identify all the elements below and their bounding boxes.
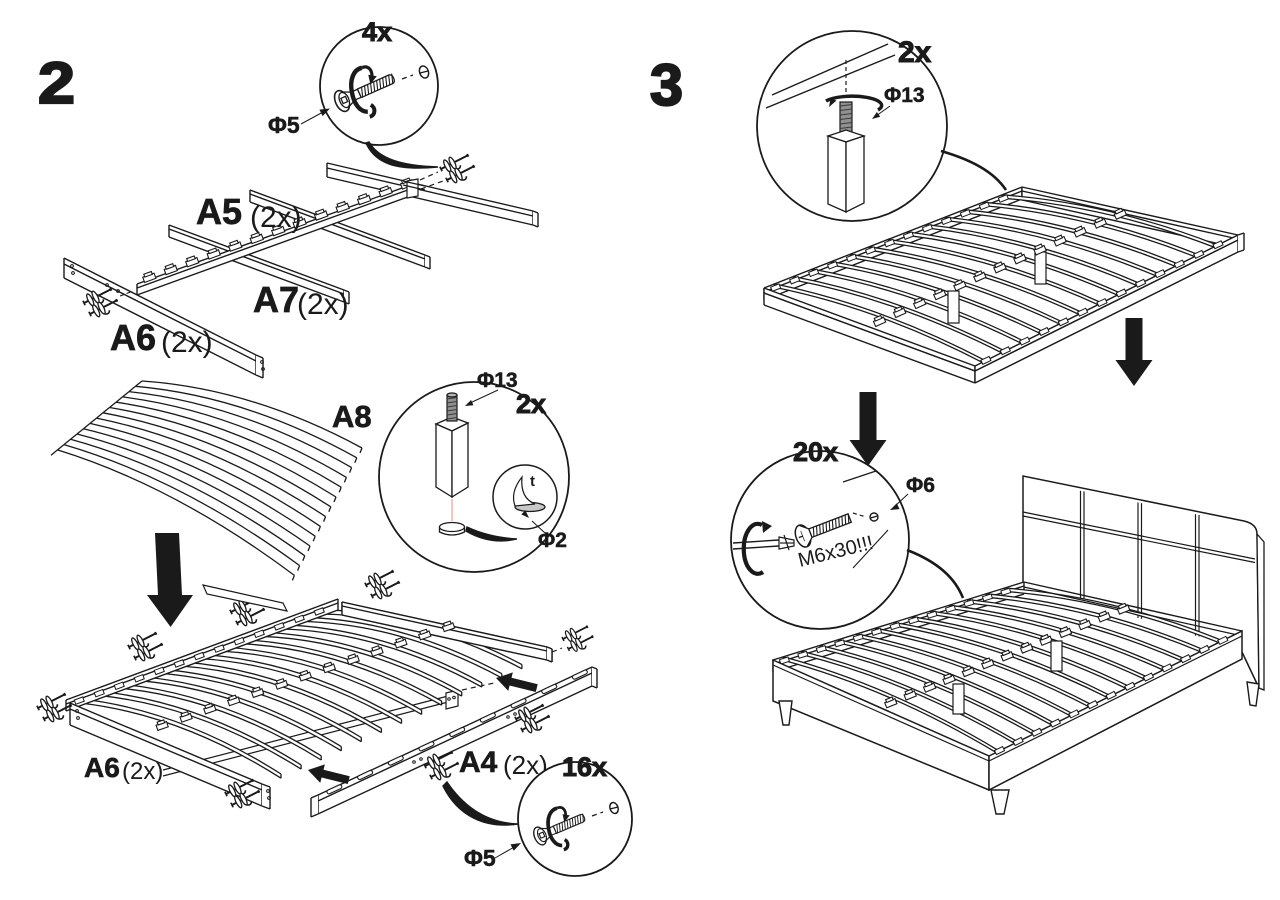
svg-text:2x: 2x bbox=[516, 389, 546, 419]
svg-text:Φ5: Φ5 bbox=[464, 845, 496, 871]
svg-text:A5: A5 bbox=[196, 191, 242, 232]
svg-text:A4: A4 bbox=[459, 746, 498, 779]
svg-text:A6: A6 bbox=[84, 752, 120, 783]
svg-text:20x: 20x bbox=[793, 437, 838, 467]
svg-text:2x: 2x bbox=[898, 36, 932, 69]
svg-text:(2x): (2x) bbox=[161, 326, 213, 359]
svg-text:(2x): (2x) bbox=[297, 288, 349, 321]
svg-text:Φ13: Φ13 bbox=[477, 369, 518, 392]
svg-text:Φ6: Φ6 bbox=[906, 474, 935, 497]
svg-text:A6: A6 bbox=[110, 317, 156, 358]
svg-text:4x: 4x bbox=[362, 17, 392, 47]
svg-text:A7: A7 bbox=[253, 279, 299, 320]
svg-text:(2x): (2x) bbox=[122, 758, 163, 785]
svg-text:2: 2 bbox=[38, 51, 75, 116]
svg-text:Φ13: Φ13 bbox=[884, 84, 925, 107]
svg-text:(2x): (2x) bbox=[250, 201, 302, 234]
svg-text:Φ2: Φ2 bbox=[538, 529, 567, 552]
svg-text:Φ5: Φ5 bbox=[268, 112, 300, 138]
svg-text:3: 3 bbox=[650, 53, 683, 118]
svg-text:A8: A8 bbox=[332, 399, 372, 434]
svg-text:16x: 16x bbox=[562, 752, 607, 782]
svg-text:t: t bbox=[530, 473, 535, 490]
